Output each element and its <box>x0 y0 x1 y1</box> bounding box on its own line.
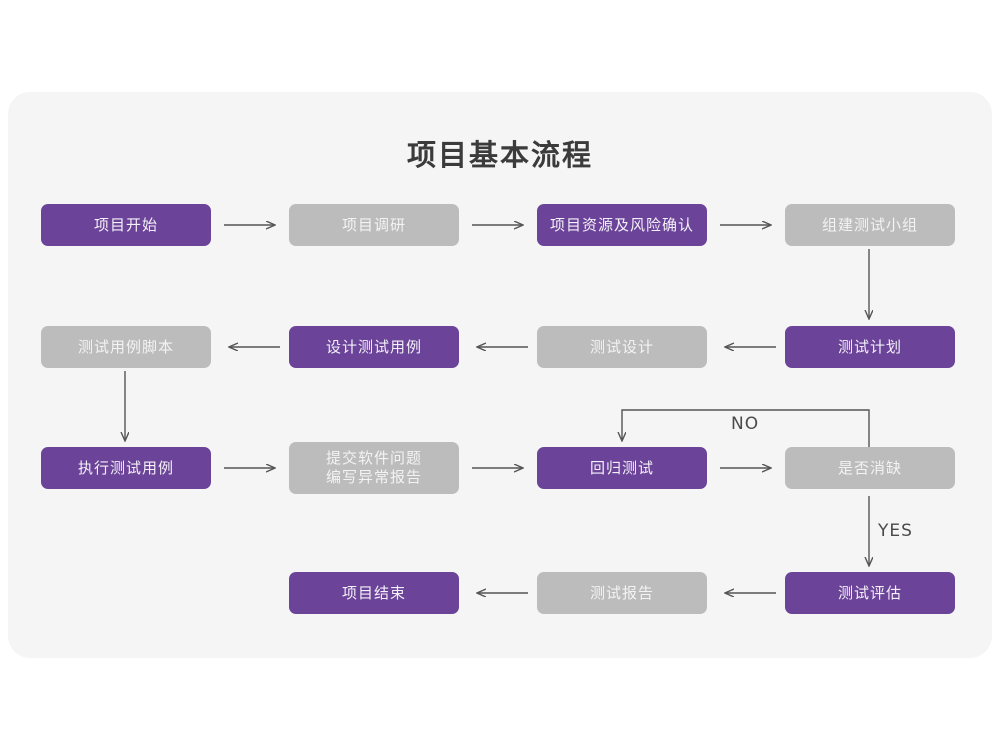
diagram-panel <box>8 92 992 658</box>
node-project-research[interactable]: 项目调研 <box>289 204 459 246</box>
node-test-evaluation[interactable]: 测试评估 <box>785 572 955 614</box>
node-design-test-cases[interactable]: 设计测试用例 <box>289 326 459 368</box>
node-resource-risk-confirm[interactable]: 项目资源及风险确认 <box>537 204 707 246</box>
node-project-start[interactable]: 项目开始 <box>41 204 211 246</box>
node-project-end[interactable]: 项目结束 <box>289 572 459 614</box>
node-form-test-team[interactable]: 组建测试小组 <box>785 204 955 246</box>
node-submit-issue-report[interactable]: 提交软件问题 编写异常报告 <box>289 442 459 494</box>
node-test-case-script[interactable]: 测试用例脚本 <box>41 326 211 368</box>
node-defect-cleared[interactable]: 是否消缺 <box>785 447 955 489</box>
node-test-report[interactable]: 测试报告 <box>537 572 707 614</box>
edge-label-yes: YES <box>878 521 913 541</box>
page-title: 项目基本流程 <box>406 138 593 172</box>
node-regression-test[interactable]: 回归测试 <box>537 447 707 489</box>
node-test-design[interactable]: 测试设计 <box>537 326 707 368</box>
node-test-plan[interactable]: 测试计划 <box>785 326 955 368</box>
edge-label-no: NO <box>731 414 760 434</box>
node-execute-test-cases[interactable]: 执行测试用例 <box>41 447 211 489</box>
